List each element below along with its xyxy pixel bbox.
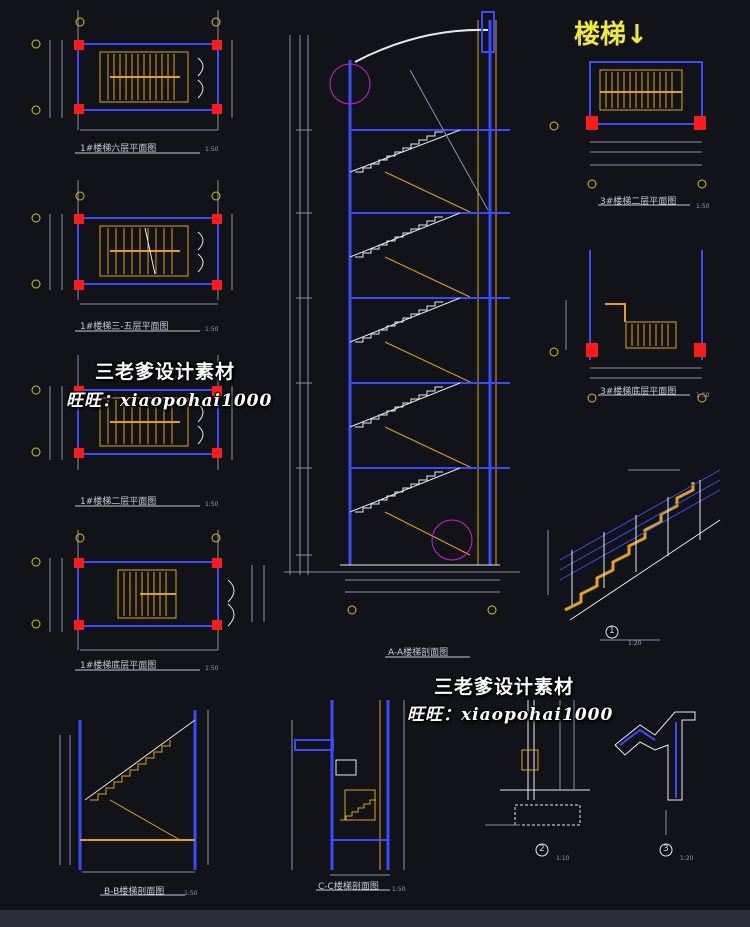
scale-plan-second-floor: 1:50: [205, 501, 219, 508]
bottom-status-bar: [0, 910, 750, 927]
caption-underlines: [75, 152, 690, 896]
plan-r-second-floor: [549, 61, 707, 189]
section-a-a: [284, 11, 520, 615]
plan-r-ground-floor: [549, 250, 707, 403]
watermark-2-line1: 三老爹设计素材: [434, 676, 575, 698]
scale-detail-3: 1:20: [680, 855, 694, 862]
detail-railing: [547, 469, 721, 641]
watermark-1-line1: 三老爹设计素材: [95, 361, 236, 383]
watermark-2-line2: 旺旺：xiaopohai1000: [407, 705, 614, 725]
scale-plan-r-ground-floor: 1:50: [696, 392, 710, 399]
scale-detail-2: 1:10: [556, 855, 570, 862]
scale-plan-sixth-floor: 1:50: [205, 146, 219, 153]
drawing-title: 楼梯↓: [574, 20, 648, 50]
scale-detail-1: 1:20: [628, 640, 642, 647]
caption-section-c-c: C-C楼梯剖面图: [318, 882, 379, 892]
caption-plan-third-fifth-floor: 1#楼梯三-五层平面图: [80, 322, 169, 332]
caption-plan-sixth-floor: 1#楼梯六层平面图: [80, 144, 157, 154]
detail-three: [614, 711, 696, 857]
detail-mark-1: 1: [609, 626, 615, 636]
watermark-1-line2: 旺旺：xiaopohai1000: [66, 391, 273, 411]
plan-sixth-floor: [31, 10, 233, 131]
plan-third-to-fifth-floor: [31, 180, 233, 305]
caption-plan-r-second-floor: 3#楼梯二层平面图: [600, 197, 677, 207]
detail-two: [485, 700, 590, 857]
caption-plan-ground-floor: 1#楼梯底层平面图: [80, 661, 157, 671]
caption-section-a-a: A-A楼梯剖面图: [388, 648, 449, 658]
caption-plan-r-ground-floor: 3#楼梯底层平面图: [600, 387, 677, 397]
section-c-c: [291, 700, 405, 876]
section-b-b: [59, 710, 209, 873]
scale-plan-r-second-floor: 1:50: [696, 203, 710, 210]
detail-mark-3: 3: [663, 844, 669, 854]
plan-ground-floor: [31, 530, 265, 651]
caption-plan-second-floor: 1#楼梯二层平面图: [80, 497, 157, 507]
scale-plan-third-fifth-floor: 1:50: [205, 326, 219, 333]
caption-section-b-b: B-B楼梯剖面图: [104, 887, 165, 897]
scale-section-b-b: 1:50: [184, 890, 198, 897]
scale-plan-ground-floor: 1:50: [205, 665, 219, 672]
plan-second-floor: [31, 355, 233, 470]
scale-section-c-c: 1:50: [392, 886, 406, 893]
detail-mark-2: 2: [539, 844, 545, 854]
